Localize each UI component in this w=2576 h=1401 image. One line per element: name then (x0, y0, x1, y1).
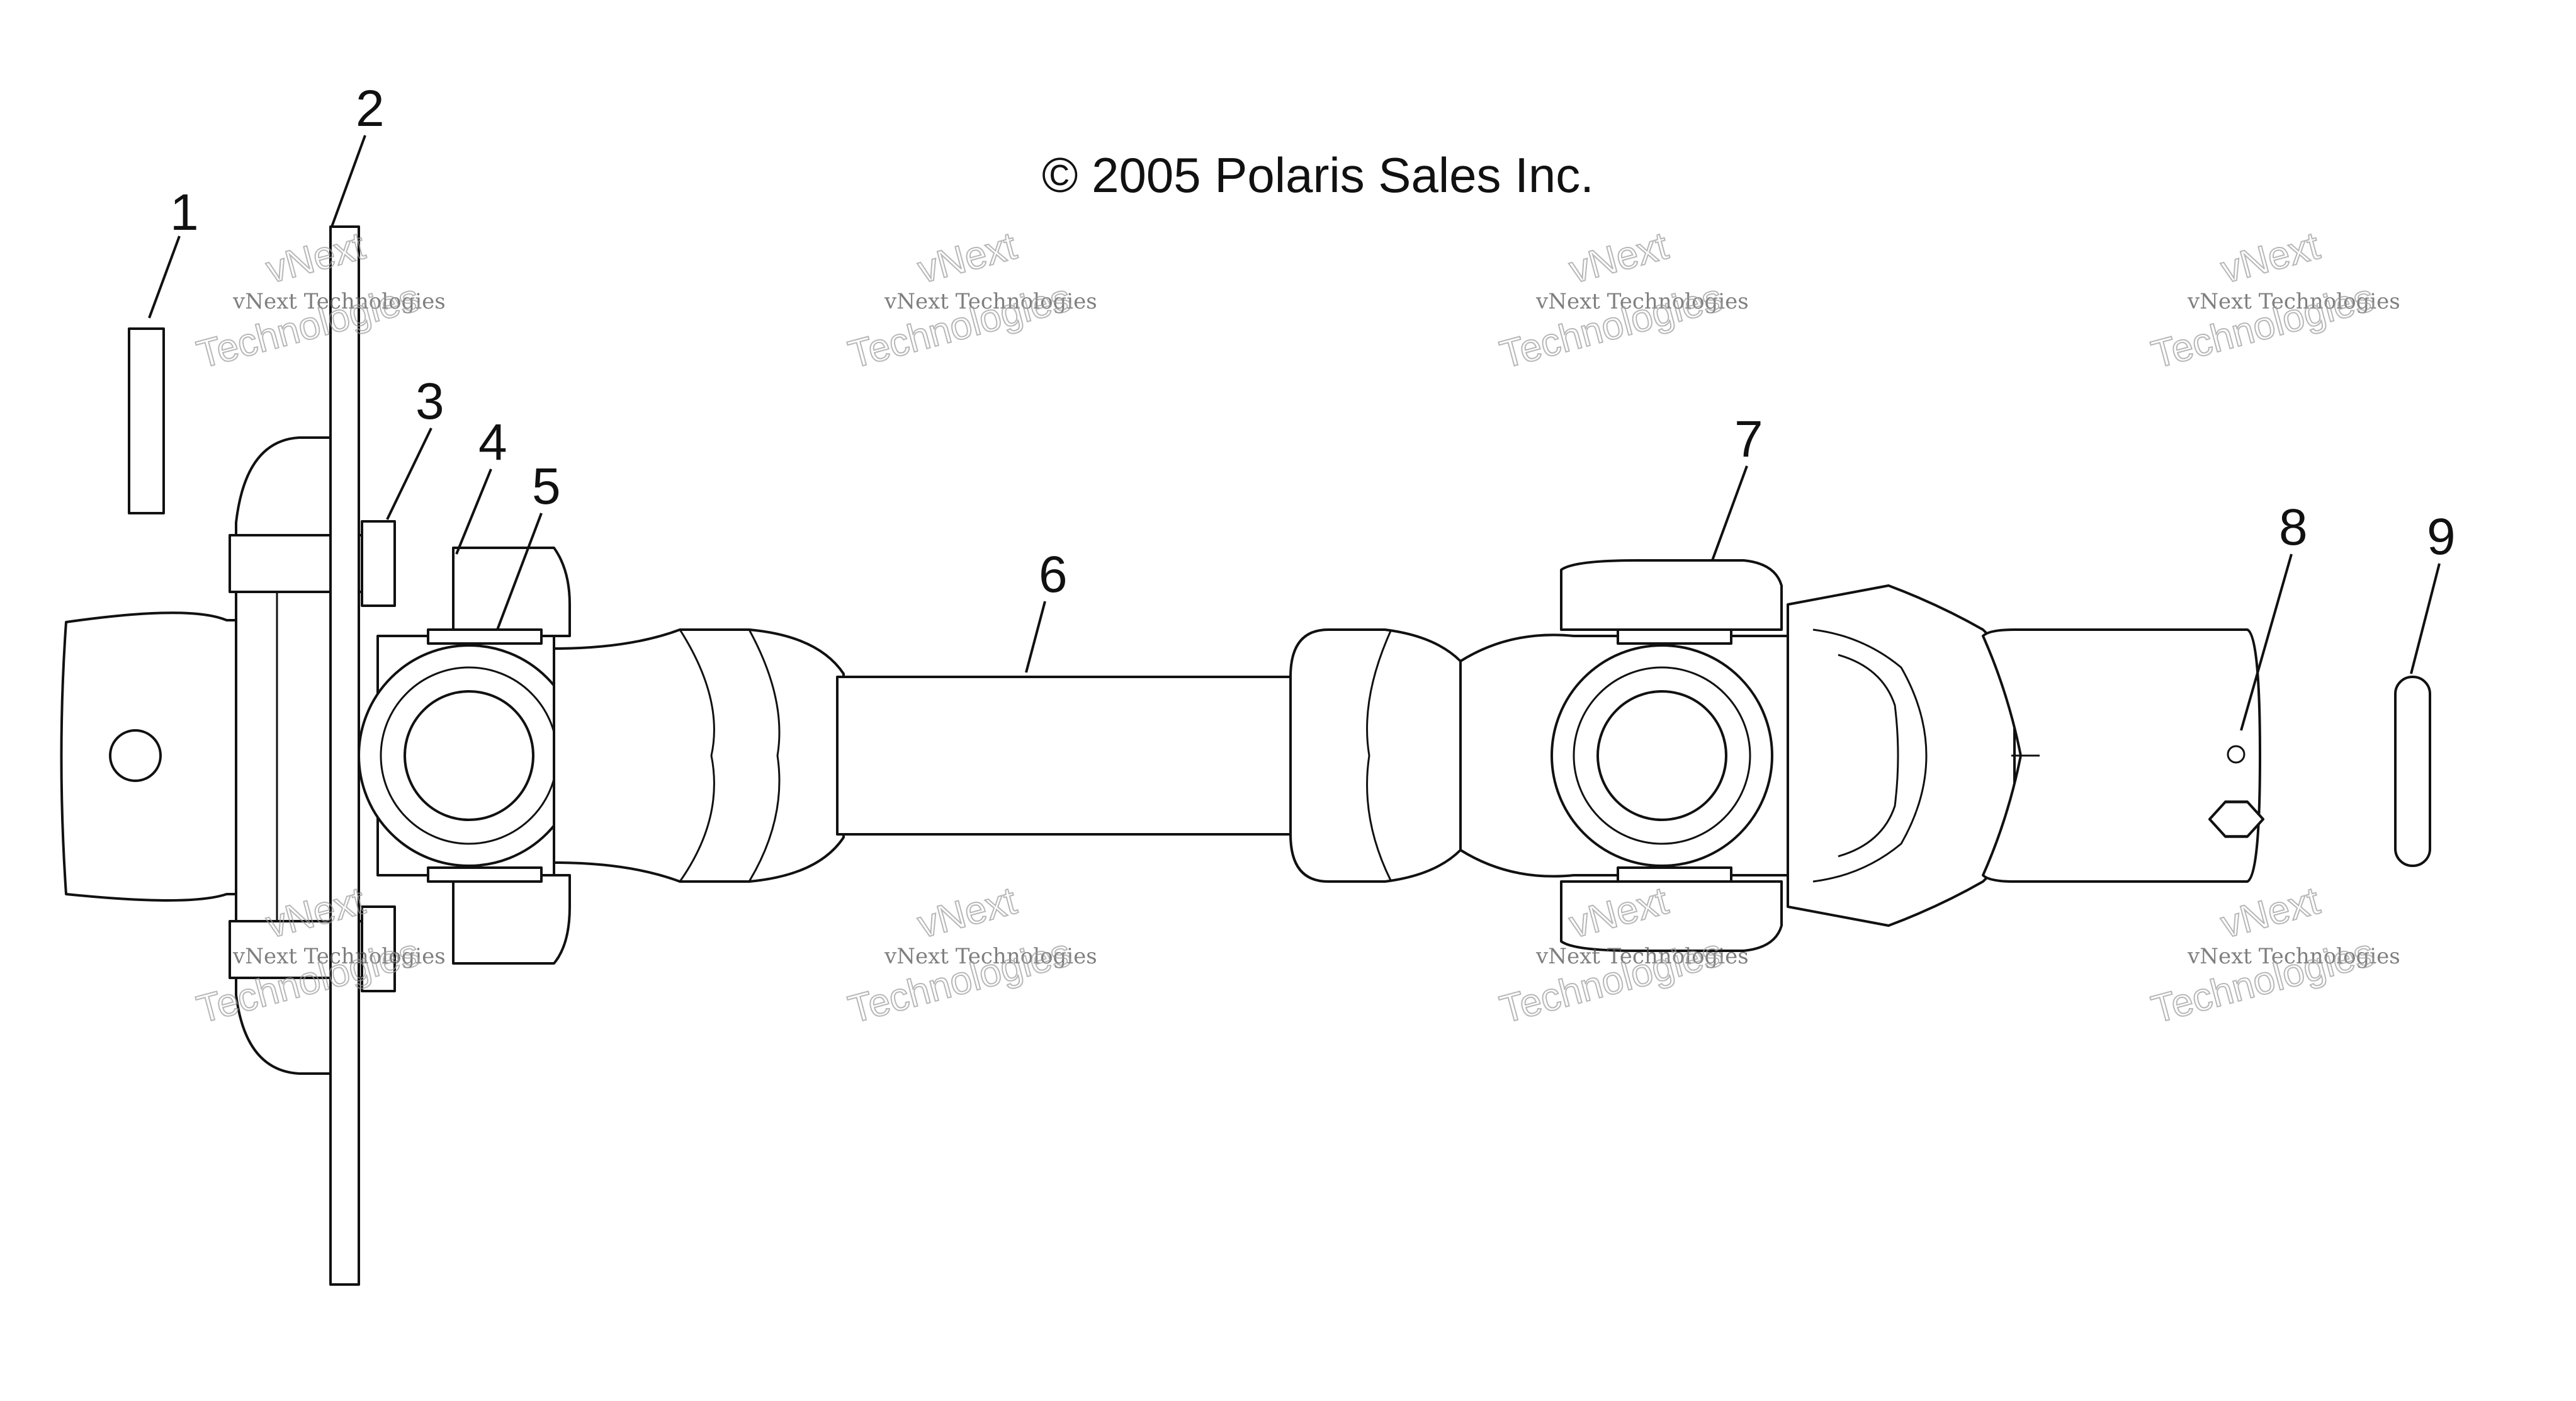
svg-text:vNext: vNext (2217, 879, 2324, 947)
watermark: vNext Technologies vNext Technologies (192, 224, 446, 378)
svg-text:vNext Technologies: vNext Technologies (1535, 289, 1749, 314)
svg-text:vNext Technologies: vNext Technologies (884, 289, 1097, 314)
callout-6: 6 (1039, 546, 1068, 603)
callout-9: 9 (2427, 508, 2456, 565)
output-flange-hub (60, 436, 396, 1075)
watermark: vNext Technologies vNext Technologies (1495, 224, 1749, 378)
svg-text:vNext: vNext (913, 879, 1021, 947)
watermark: vNext Technologies vNext Technologies (2147, 224, 2400, 378)
svg-text:vNext Technologies: vNext Technologies (884, 944, 1097, 969)
watermark: vNext Technologies vNext Technologies (2147, 878, 2400, 1033)
svg-text:vNext Technologies: vNext Technologies (232, 944, 446, 969)
slip-yoke-tube (1982, 628, 2261, 883)
svg-text:vNext Technologies: vNext Technologies (232, 289, 446, 314)
callout-4: 4 (478, 414, 507, 471)
svg-text:vNext Technologies: vNext Technologies (1535, 944, 1749, 969)
callout-2: 2 (356, 80, 385, 137)
svg-text:vNext: vNext (913, 224, 1021, 292)
leader-lines (148, 135, 2441, 731)
callout-labels: 1 2 3 4 5 6 7 8 9 (170, 80, 2456, 603)
callout-7: 7 (1734, 411, 1763, 468)
part-2-plate (329, 225, 360, 1286)
watermark: vNext Technologies vNext Technologies (844, 224, 1097, 378)
watermark: vNext Technologies vNext Technologies (844, 878, 1097, 1033)
callout-8: 8 (2279, 499, 2308, 556)
svg-text:vNext: vNext (2217, 224, 2324, 292)
part-1-roll-pin (128, 327, 165, 514)
callout-3: 3 (415, 373, 444, 430)
part-9-knurled-pin (2394, 676, 2431, 867)
part-6-shaft-tube (836, 628, 1462, 883)
left-u-joint-yoke (358, 547, 845, 965)
svg-text:vNext Technologies: vNext Technologies (2187, 289, 2400, 314)
callout-1: 1 (170, 184, 199, 241)
svg-text:vNext Technologies: vNext Technologies (2187, 944, 2400, 969)
svg-text:vNext: vNext (1565, 224, 1673, 292)
callout-5: 5 (532, 458, 561, 515)
copyright-text: © 2005 Polaris Sales Inc. (1042, 147, 1594, 203)
right-u-joint-yoke (1459, 559, 2016, 952)
part-8-grease-fitting (2208, 745, 2264, 838)
